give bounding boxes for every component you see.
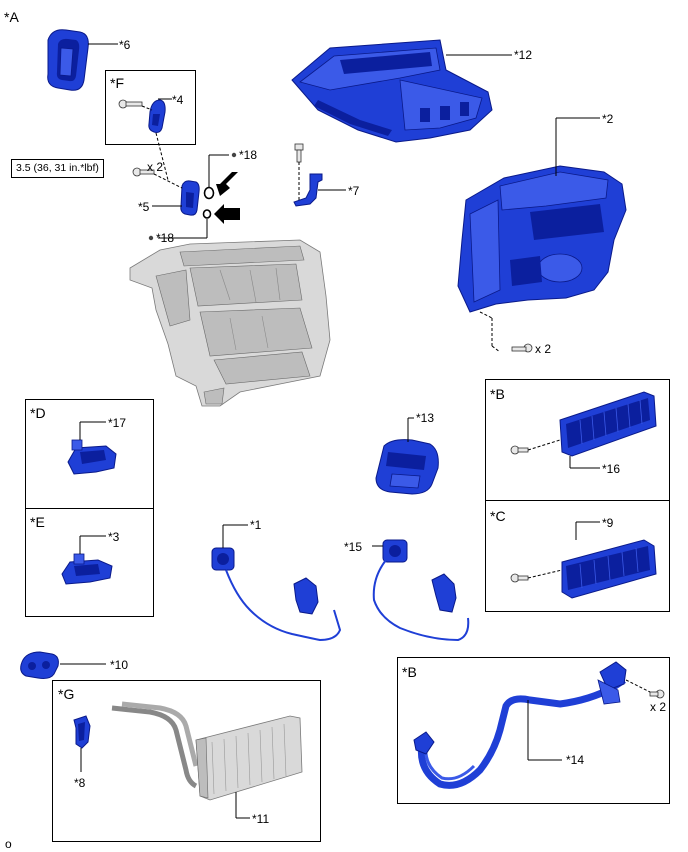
part-12-upper-case-icon (291, 39, 493, 143)
section-c-title: *C (490, 508, 506, 524)
bolt-16-icon (510, 445, 529, 455)
part-10-icon (20, 651, 59, 679)
section-d-title: *D (30, 405, 46, 421)
part-3-icon (61, 553, 113, 585)
label-part-15: *15 (344, 540, 363, 554)
part-17-icon (67, 439, 117, 475)
torque-spec-box: 3.5 (36, 31 in.*lbf) (11, 159, 104, 178)
label-part-7: *7 (348, 184, 360, 198)
bolt-7-icon (294, 143, 304, 163)
section-f-title: *F (110, 75, 124, 91)
label-part-14: *14 (566, 753, 585, 767)
part-13-icon (375, 439, 439, 495)
bolt-9-icon (510, 573, 529, 583)
label-part-13: *13 (416, 411, 435, 425)
part-11-heater-core-icon (111, 701, 303, 801)
part-6-seal-icon (47, 29, 89, 91)
section-a-title: *A (4, 9, 19, 25)
label-x2-bolt-5: x 2 (147, 160, 164, 174)
box-b2-outline (397, 657, 670, 804)
part-15-harness-icon (372, 539, 470, 642)
label-part-9: *9 (602, 516, 614, 530)
section-b2-title: *B (402, 664, 417, 680)
part-9-icon (561, 539, 657, 599)
part-7-bracket-icon (293, 173, 323, 207)
section-e-title: *E (30, 514, 45, 530)
section-b1-title: *B (490, 386, 505, 402)
label-part-4: *4 (172, 93, 184, 107)
part-1-harness-icon (211, 547, 342, 642)
part-14-pipe-icon (413, 661, 627, 789)
arrow-2-icon (214, 204, 240, 224)
part-8-clip-icon (73, 715, 91, 749)
bolt-2-icon (511, 343, 533, 353)
label-x2-bolt-14: x 2 (650, 700, 667, 714)
label-part-18-top: *18 (239, 148, 258, 162)
arrow-1-icon (216, 172, 238, 196)
box-f-outline (105, 70, 196, 145)
label-part-17: *17 (108, 416, 127, 430)
section-g-title: *G (58, 686, 75, 702)
label-part-5: *5 (138, 200, 150, 214)
label-part-6: *6 (119, 38, 131, 52)
bolt-14-icon (649, 689, 665, 699)
part-2-lower-case-icon (457, 165, 627, 313)
label-part-3: *3 (108, 530, 120, 544)
screw-f-icon (118, 99, 143, 109)
part-16-icon (559, 391, 657, 457)
bolt-5-icon (132, 167, 155, 177)
box-g-outline (52, 680, 321, 842)
footer-mark: o (5, 837, 12, 851)
part-5-icon (180, 180, 200, 216)
heater-unit-assembly-icon (129, 239, 331, 407)
label-x2-bolt-2: x 2 (535, 342, 552, 356)
label-part-16: *16 (602, 462, 621, 476)
label-part-18-bottom: *18 (156, 231, 175, 245)
label-part-11: *11 (252, 812, 270, 826)
label-part-8: *8 (74, 776, 86, 790)
label-part-2: *2 (602, 112, 614, 126)
box-b1-outline (485, 379, 670, 612)
label-part-10: *10 (110, 658, 129, 672)
label-part-12: *12 (514, 48, 533, 62)
part-4-icon (148, 99, 166, 133)
label-part-1: *1 (250, 518, 262, 532)
